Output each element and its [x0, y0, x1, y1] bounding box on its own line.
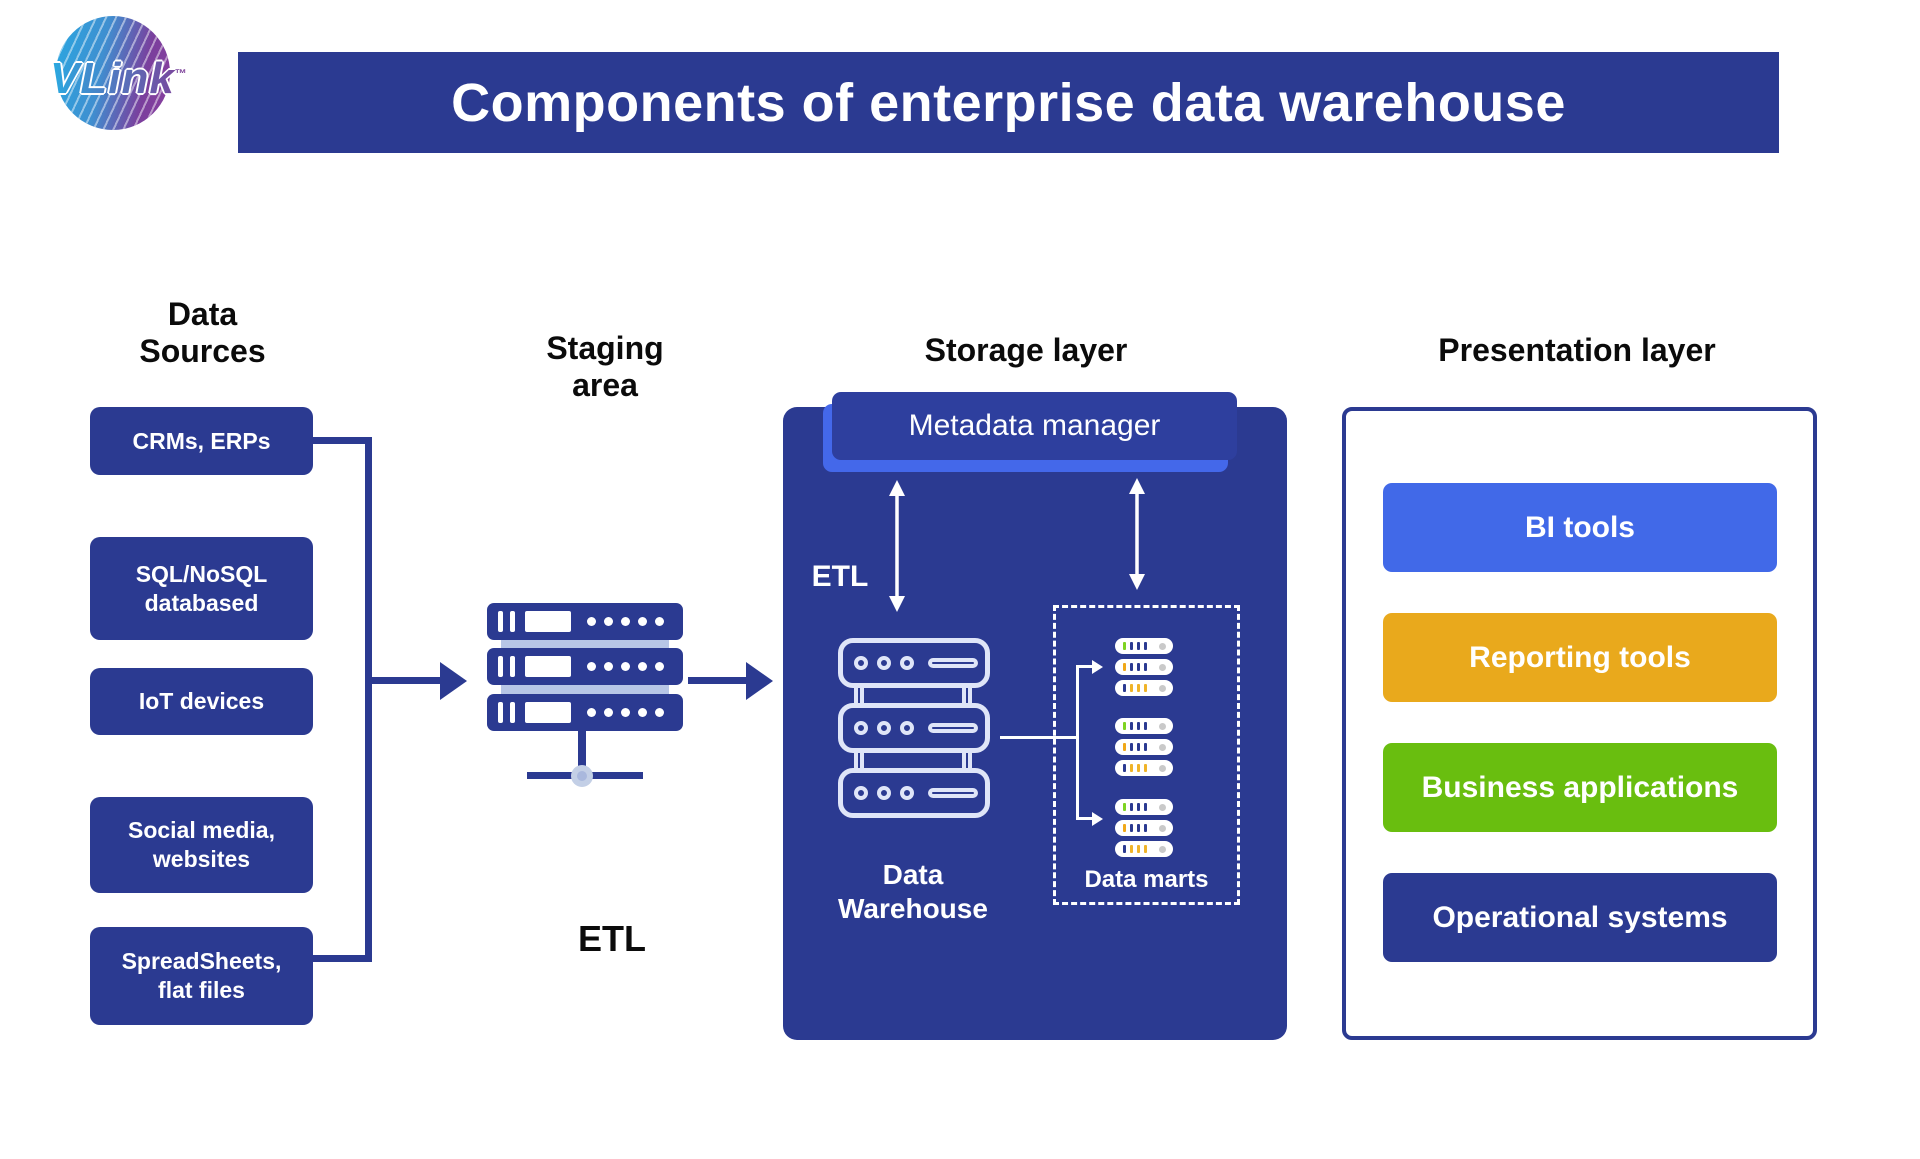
- etl-label-staging: ETL: [578, 918, 646, 959]
- arrow-staging-to-storage-head: [746, 662, 773, 700]
- server-unit: [487, 694, 683, 731]
- metadata-manager: Metadata manager: [823, 392, 1237, 472]
- business-applications-box: Business applications: [1383, 743, 1777, 832]
- staging-server-icon: [487, 603, 683, 787]
- warehouse-unit: [838, 638, 990, 688]
- staging-area-heading: Staging area: [546, 330, 664, 403]
- warehouse-unit: [838, 768, 990, 818]
- metadata-manager-label: Metadata manager: [908, 409, 1161, 442]
- metadata-manager-box: Metadata manager: [832, 392, 1237, 460]
- data-warehouse-icon: [838, 638, 990, 818]
- data-mart-server-icon: [1115, 760, 1173, 776]
- data-sources-heading: Data Sources: [139, 296, 266, 369]
- arrow-staging-to-storage: [688, 677, 747, 684]
- source-box-social-media: Social media, websites: [90, 797, 313, 893]
- arrow-sources-to-staging-head: [440, 662, 467, 700]
- data-mart-server-icon: [1115, 638, 1173, 654]
- etl-label-storage: ETL: [811, 560, 869, 593]
- data-marts-label: Data marts: [1084, 866, 1209, 893]
- globe-icon: [56, 16, 170, 130]
- data-mart-server-icon: [1115, 659, 1173, 675]
- data-marts-box: Data marts: [1053, 605, 1240, 905]
- connector-stub-top: [313, 437, 372, 444]
- line-warehouse-to-marts: [1000, 736, 1078, 739]
- server-strip: [501, 683, 669, 695]
- vlink-logo: VLink™: [48, 10, 188, 145]
- trademark-symbol: ™: [174, 66, 188, 81]
- storage-layer-heading: Storage layer: [924, 332, 1128, 368]
- presentation-layer-heading: Presentation layer: [1438, 332, 1716, 368]
- bi-tools-box: BI tools: [1383, 483, 1777, 572]
- source-box-iot-devices: IoT devices: [90, 668, 313, 735]
- line-marts-branch-vertical: [1076, 665, 1079, 820]
- connector-bracket-vertical: [365, 437, 372, 962]
- double-arrow-metadata-warehouse: [889, 480, 905, 612]
- operational-systems-box: Operational systems: [1383, 873, 1777, 962]
- page-title: Components of enterprise data warehouse: [451, 72, 1566, 133]
- arrow-sources-to-staging: [365, 677, 441, 684]
- warehouse-unit: [838, 703, 990, 753]
- double-arrow-metadata-datamarts: [1129, 478, 1145, 590]
- source-box-sql-nosql: SQL/NoSQL databased: [90, 537, 313, 640]
- server-unit: [487, 603, 683, 640]
- reporting-tools-box: Reporting tools: [1383, 613, 1777, 702]
- data-mart-server-icon: [1115, 841, 1173, 857]
- source-box-crms-erps: CRMs, ERPs: [90, 407, 313, 475]
- data-mart-server-icon: [1115, 718, 1173, 734]
- data-mart-server-icon: [1115, 799, 1173, 815]
- server-stand: [578, 731, 586, 777]
- logo-wordmark: VLink™: [50, 54, 188, 103]
- arrow-marts-bottom-head: [1092, 812, 1103, 826]
- data-mart-server-icon: [1115, 820, 1173, 836]
- data-mart-server-icon: [1115, 680, 1173, 696]
- arrow-marts-top-head: [1092, 660, 1103, 674]
- data-warehouse-label: Data Warehouse: [838, 859, 988, 924]
- arrow-marts-top: [1076, 665, 1093, 668]
- connector-stub-bottom: [313, 955, 372, 962]
- server-unit: [487, 648, 683, 685]
- data-mart-server-icon: [1115, 739, 1173, 755]
- server-stand-node: [571, 765, 593, 787]
- title-banner: Components of enterprise data warehouse: [238, 52, 1779, 153]
- arrow-marts-bottom: [1076, 817, 1093, 820]
- presentation-layer-box: BI tools Reporting tools Business applic…: [1342, 407, 1817, 1040]
- source-box-spreadsheets: SpreadSheets, flat files: [90, 927, 313, 1025]
